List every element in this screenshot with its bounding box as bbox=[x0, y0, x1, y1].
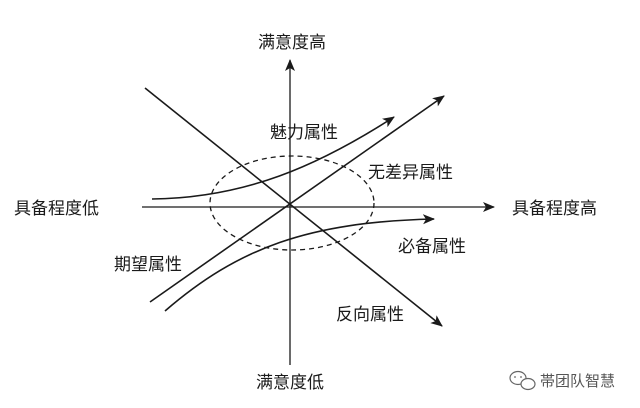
must-be-attribute-curve bbox=[164, 214, 435, 312]
axis-label-satisfaction-low: 满意度低 bbox=[256, 373, 324, 393]
axis-label-fulfillment-high: 具备程度高 bbox=[512, 199, 597, 219]
label-indifferent-attribute: 无差异属性 bbox=[368, 163, 453, 183]
one-dimensional-attribute-line bbox=[149, 95, 445, 303]
wechat-icon bbox=[509, 370, 536, 391]
reverse-attribute-line bbox=[144, 87, 443, 327]
label-reverse-attribute: 反向属性 bbox=[336, 305, 404, 325]
label-attractive-attribute: 魅力属性 bbox=[270, 123, 338, 143]
axis-label-fulfillment-low: 具备程度低 bbox=[14, 199, 99, 219]
axis-label-satisfaction-high: 满意度高 bbox=[258, 33, 326, 53]
label-must-be-attribute: 必备属性 bbox=[398, 237, 466, 257]
attractive-attribute-curve bbox=[151, 116, 395, 200]
indifference-zone-ellipse bbox=[209, 155, 375, 251]
watermark-text: 帯团队智慧 bbox=[540, 372, 615, 390]
label-one-dimensional-attribute: 期望属性 bbox=[114, 255, 182, 275]
